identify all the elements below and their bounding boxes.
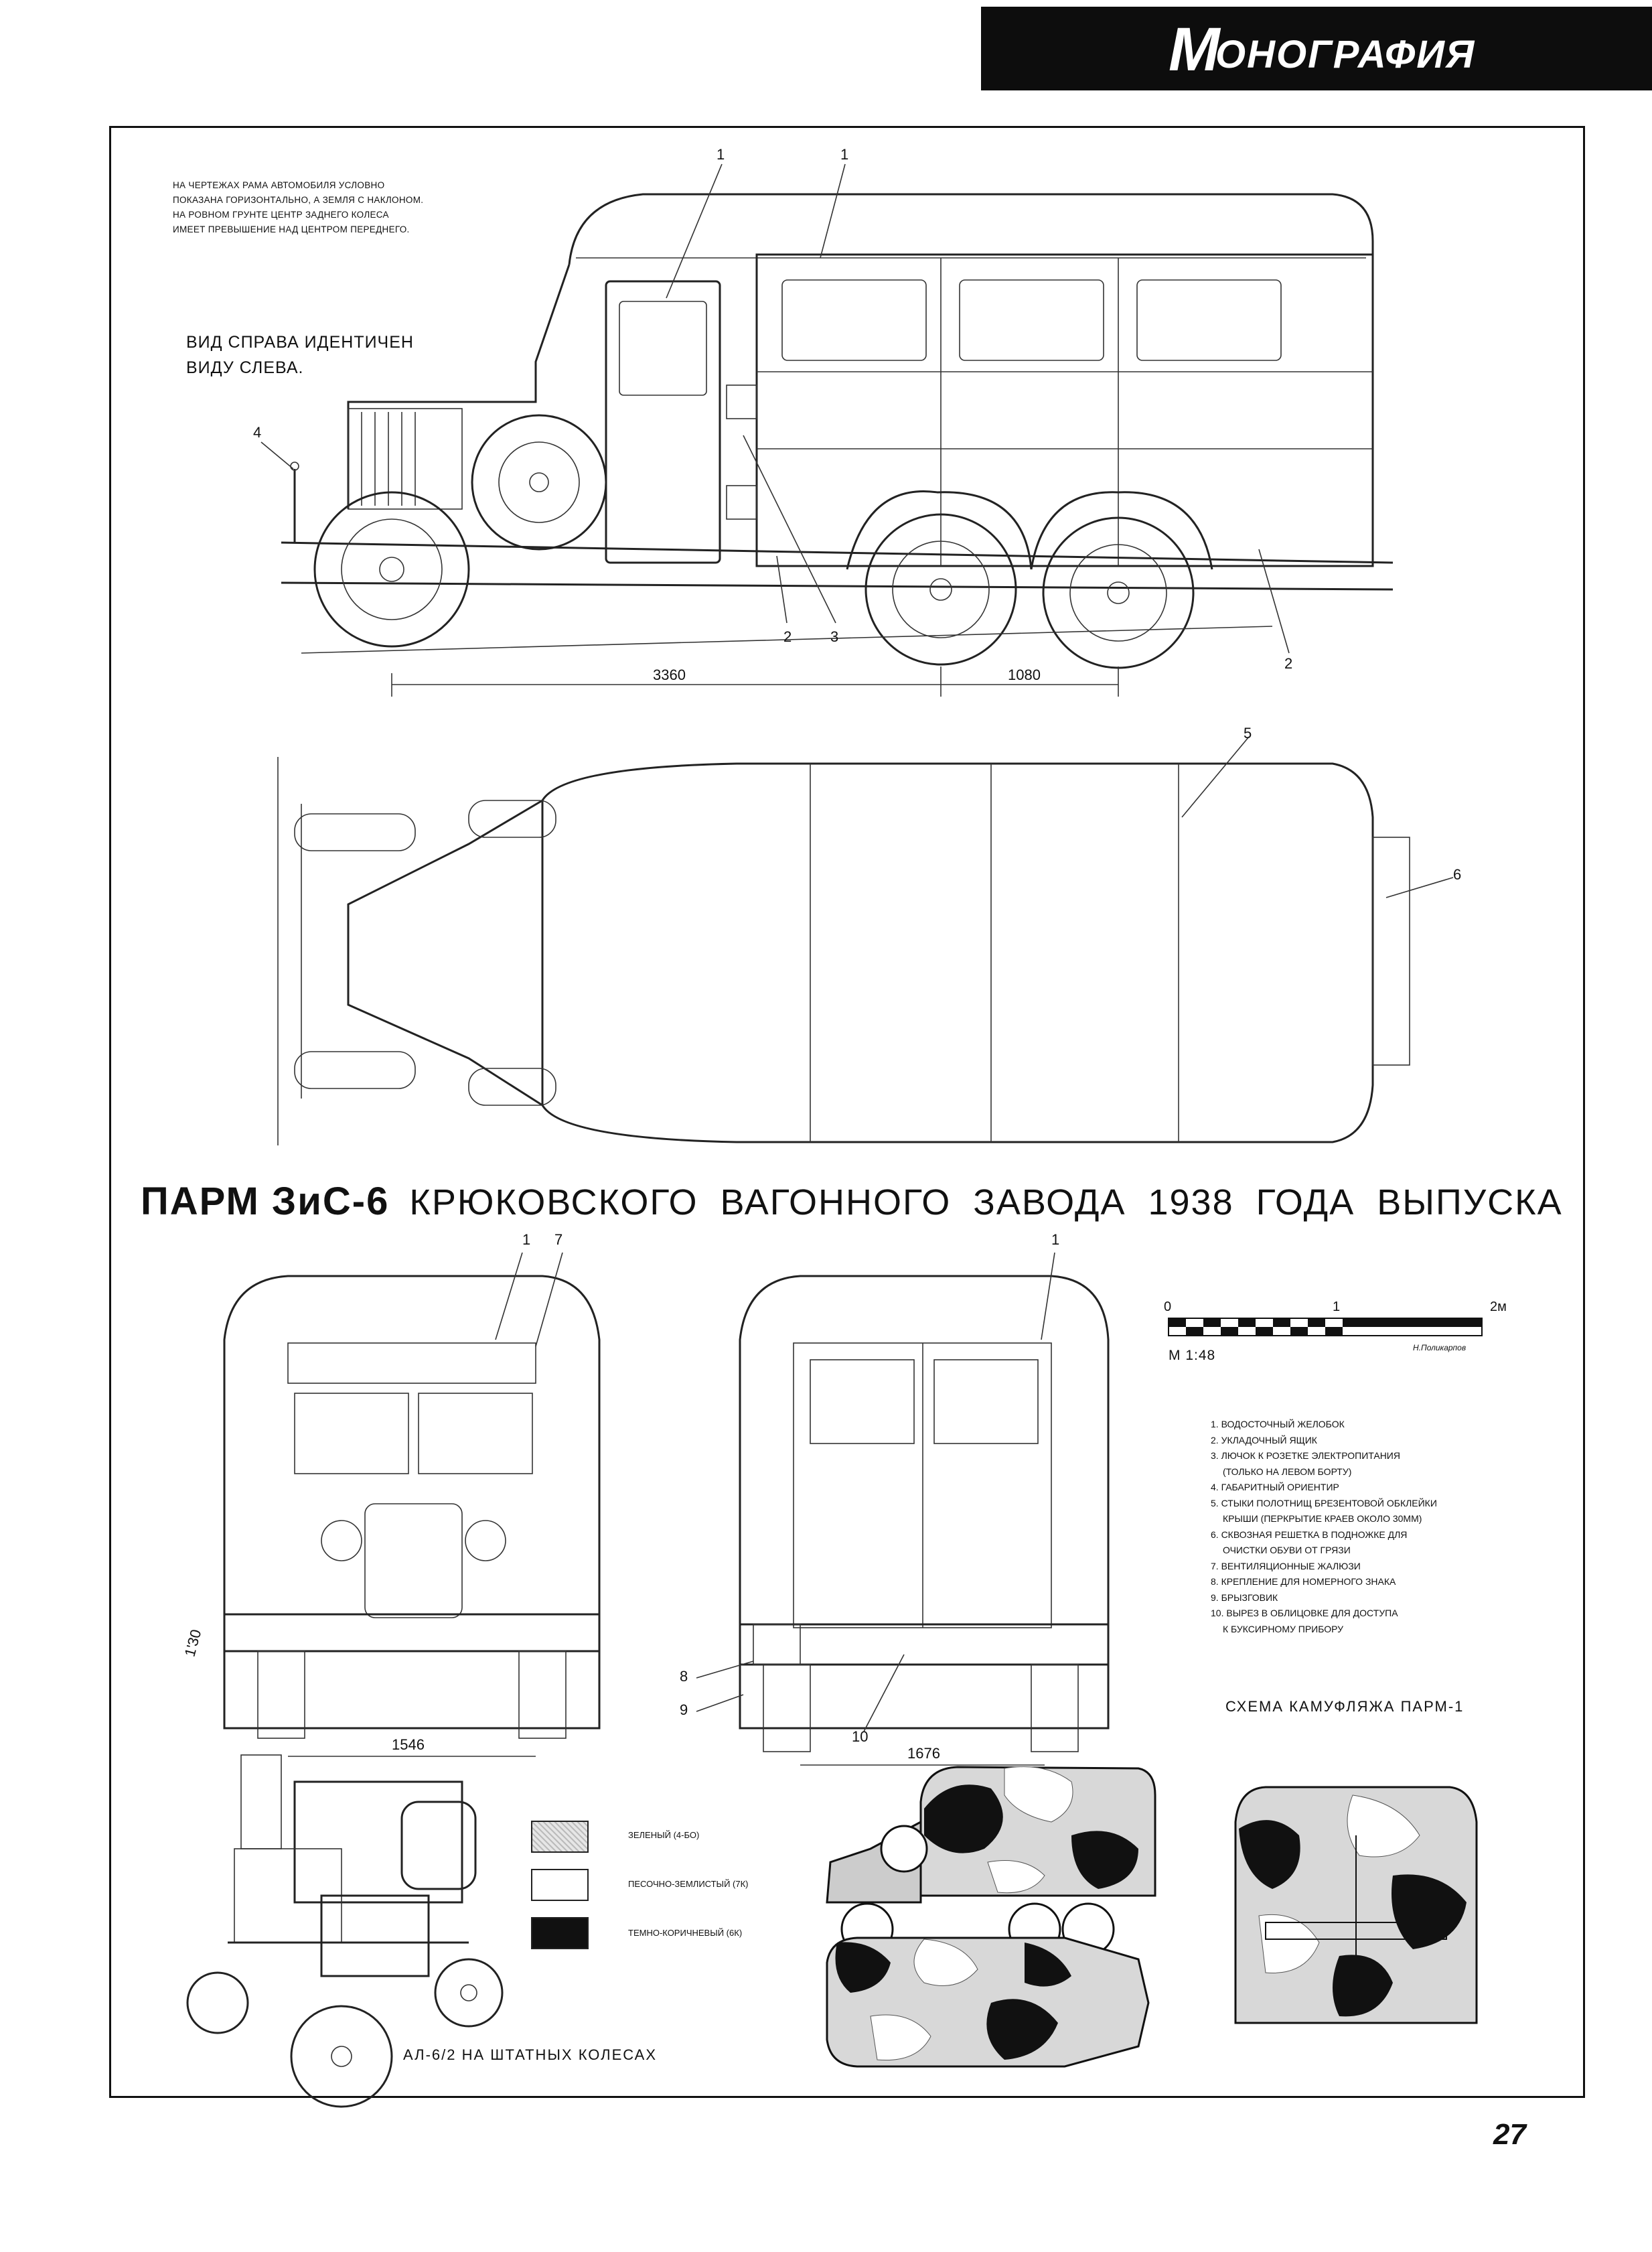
legend-item: 8. КРЕПЛЕНИЕ ДЛЯ НОМЕРНОГО ЗНАКА xyxy=(1211,1576,1396,1587)
view-note: ВИД СПРАВА ИДЕНТИЧЕН ВИДУ СЛЕВА. xyxy=(186,330,414,380)
legend-item: 1. ВОДОСТОЧНЫЙ ЖЕЛОБОК xyxy=(1211,1419,1345,1429)
rear-track-dimension: 1676 xyxy=(907,1745,940,1762)
rear-callout-8: 8 xyxy=(680,1668,688,1685)
wheelbase-dimension: 3360 xyxy=(653,666,686,683)
swatch-green xyxy=(531,1821,589,1853)
legend-item: 6. СКВОЗНАЯ РЕШЕТКА В ПОДНОЖКЕ ДЛЯ xyxy=(1211,1529,1408,1540)
legend-item: КРЫШИ (ПЕРКРЫТИЕ КРАЕВ ОКОЛО 30мм) xyxy=(1223,1513,1422,1524)
scale-author: Н.Поликарпов xyxy=(1413,1343,1467,1352)
legend-item: 3. ЛЮЧОК К РОЗЕТКЕ ЭЛЕКТРОПИТАНИЯ xyxy=(1211,1450,1400,1461)
title-sub: КРЮКОВСКОГО ВАГОННОГО ЗАВОДА 1938 ГОДА В… xyxy=(409,1182,1563,1222)
swatch-brown xyxy=(531,1917,589,1949)
rear-callout-10: 10 xyxy=(852,1728,869,1745)
rear-callout-1: 1 xyxy=(1051,1231,1060,1248)
view-note-line: ВИДУ СЛЕВА. xyxy=(186,358,304,377)
top-callout-6: 6 xyxy=(1453,866,1462,883)
legend-item: 9. БРЫЗГОВИК xyxy=(1211,1592,1278,1603)
header-title: ОНОГРАФИЯ xyxy=(1215,33,1476,76)
side-callout-1a: 1 xyxy=(717,146,725,163)
legend-list: 1. ВОДОСТОЧНЫЙ ЖЕЛОБОК 2. УКЛАДОЧНЫЙ ЯЩИ… xyxy=(1211,1417,1437,1637)
swatch-green-label: ЗЕЛЕНЫЙ (4-БО) xyxy=(628,1830,700,1840)
title-main: ПАРМ ЗиС-6 xyxy=(141,1180,390,1223)
side-callout-2a: 2 xyxy=(783,628,792,645)
frame-note: НА ЧЕРТЕЖАХ РАМА АВТОМОБИЛЯ УСЛОВНО ПОКА… xyxy=(173,178,423,237)
view-note-line: ВИД СПРАВА ИДЕНТИЧЕН xyxy=(186,333,414,352)
drawing-frame xyxy=(109,126,1585,2098)
side-callout-3: 3 xyxy=(830,628,839,645)
side-callout-1b: 1 xyxy=(840,146,849,163)
frame-note-line: ПОКАЗАНА ГОРИЗОНТАЛЬНО, А ЗЕМЛЯ С НАКЛОН… xyxy=(173,195,424,205)
frame-note-line: НА РОВНОМ ГРУНТЕ ЦЕНТР ЗАДНЕГО КОЛЕСА xyxy=(173,210,389,220)
front-callout-7: 7 xyxy=(554,1231,563,1248)
frame-note-line: ИМЕЕТ ПРЕВЫШЕНИЕ НАД ЦЕНТРОМ ПЕРЕДНЕГО. xyxy=(173,224,410,234)
legend-item: (ТОЛЬКО НА ЛЕВОМ БОРТУ) xyxy=(1223,1466,1352,1477)
frame-note-line: НА ЧЕРТЕЖАХ РАМА АВТОМОБИЛЯ УСЛОВНО xyxy=(173,180,385,190)
scale-label: М 1:48 xyxy=(1169,1348,1216,1363)
rear-callout-9: 9 xyxy=(680,1701,688,1718)
page-title: ПАРМ ЗиС-6 КРЮКОВСКОГО ВАГОННОГО ЗАВОДА 1… xyxy=(141,1179,1563,1224)
side-callout-4: 4 xyxy=(253,424,262,441)
scale-tick-0: 0 xyxy=(1164,1299,1172,1314)
swatch-sand xyxy=(531,1869,589,1901)
header-logo: М xyxy=(1169,19,1220,80)
page-number: 27 xyxy=(1493,2118,1526,2151)
camo-title: СХЕМА КАМУФЛЯЖА ПАРМ-1 xyxy=(1225,1698,1465,1715)
scale-tick-2: 2м xyxy=(1490,1299,1507,1314)
legend-item: К БУКСИРНОМУ ПРИБОРУ xyxy=(1223,1623,1344,1634)
legend-item: 10. ВЫРЕЗ В ОБЛИЦОВКЕ ДЛЯ ДОСТУПА xyxy=(1211,1608,1398,1618)
side-callout-2b: 2 xyxy=(1284,655,1293,672)
header-bar xyxy=(981,7,1652,90)
scale-tick-1: 1 xyxy=(1333,1299,1341,1314)
legend-item: 2. УКЛАДОЧНЫЙ ЯЩИК xyxy=(1211,1434,1317,1446)
legend-item: ОЧИСТКИ ОБУВИ ОТ ГРЯЗИ xyxy=(1223,1545,1351,1555)
legend-item: 5. СТЫКИ ПОЛОТНИЩ БРЕЗЕНТОВОЙ ОБКЛЕЙКИ xyxy=(1211,1497,1437,1508)
rear-axle-dimension: 1080 xyxy=(1008,666,1041,683)
front-callout-1: 1 xyxy=(522,1231,531,1248)
front-track-dimension: 1546 xyxy=(392,1736,425,1753)
legend-item: 7. ВЕНТИЛЯЦИОННЫЕ ЖАЛЮЗИ xyxy=(1211,1560,1361,1571)
legend-item: 4. ГАБАРИТНЫЙ ОРИЕНТИР xyxy=(1211,1482,1339,1492)
swatch-brown-label: ТЕМНО-КОРИЧНЕВЫЙ (6К) xyxy=(628,1928,743,1938)
generator-caption: АЛ-6/2 НА ШТАТНЫХ КОЛЕСАХ xyxy=(403,2046,658,2063)
swatch-sand-label: ПЕСОЧНО-ЗЕМЛИСТЫЙ (7К) xyxy=(628,1879,749,1889)
top-callout-5: 5 xyxy=(1244,725,1252,742)
header-logo-letter: М xyxy=(1169,15,1220,84)
